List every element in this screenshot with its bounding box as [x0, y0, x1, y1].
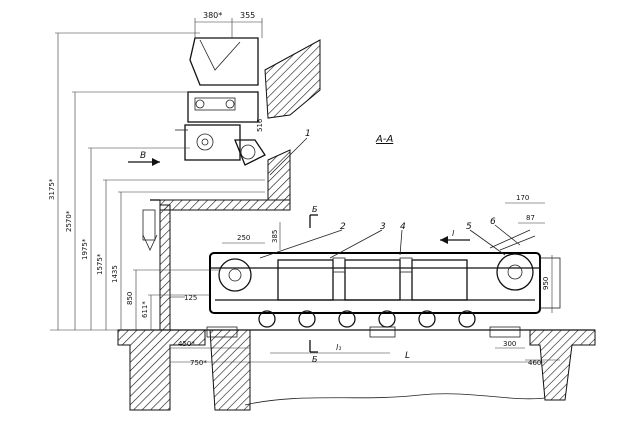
- dim-460: 460: [528, 359, 541, 367]
- leader-lines: [259, 137, 521, 259]
- dim-1975: 1975*: [81, 238, 89, 260]
- part-number-4: 4: [400, 222, 406, 232]
- section-markers: [128, 158, 470, 353]
- dim-3175: 3175*: [48, 178, 56, 200]
- gate-mechanism: [175, 37, 266, 166]
- dim-2570: 2570*: [65, 210, 73, 232]
- dim-1575: 1575*: [96, 253, 104, 275]
- dim-450: 450*: [178, 340, 195, 348]
- flow-label: l: [452, 229, 455, 238]
- dim-950: 950: [542, 277, 550, 290]
- length-L: L: [405, 351, 410, 361]
- horizontal-dimensions: [170, 18, 560, 363]
- part-number-3: 3: [380, 222, 386, 232]
- conveyor-frame: [206, 229, 561, 338]
- part-number-2: 2: [340, 222, 346, 232]
- dim-87: 87: [526, 214, 535, 222]
- dim-250: 250: [237, 234, 250, 242]
- dim-top-355: 355: [240, 11, 255, 20]
- dim-300: 300: [503, 340, 516, 348]
- dim-516: 516: [256, 118, 264, 132]
- dim-125: 125: [184, 294, 197, 302]
- hopper-wall: [142, 39, 321, 331]
- dim-611: 611*: [141, 301, 149, 318]
- dim-1435: 1435: [111, 265, 119, 283]
- part-number-6: 6: [490, 217, 496, 227]
- foundation: [117, 329, 596, 411]
- dim-850: 850: [126, 292, 134, 305]
- rollers: [258, 310, 476, 328]
- vertical-dimensions: [50, 32, 265, 331]
- section-label-bottom: Б: [312, 355, 318, 364]
- view-label-B: В: [140, 151, 146, 161]
- length-l1: l₁: [336, 343, 341, 352]
- section-label-top: Б: [312, 205, 318, 214]
- section-title: А-А: [375, 134, 393, 145]
- dim-170: 170: [516, 194, 529, 202]
- dim-top-380: 380*: [203, 11, 222, 20]
- part-number-1: 1: [305, 129, 311, 139]
- dim-385: 385: [271, 230, 279, 243]
- part-number-5: 5: [466, 222, 472, 232]
- dim-750: 750*: [190, 359, 207, 367]
